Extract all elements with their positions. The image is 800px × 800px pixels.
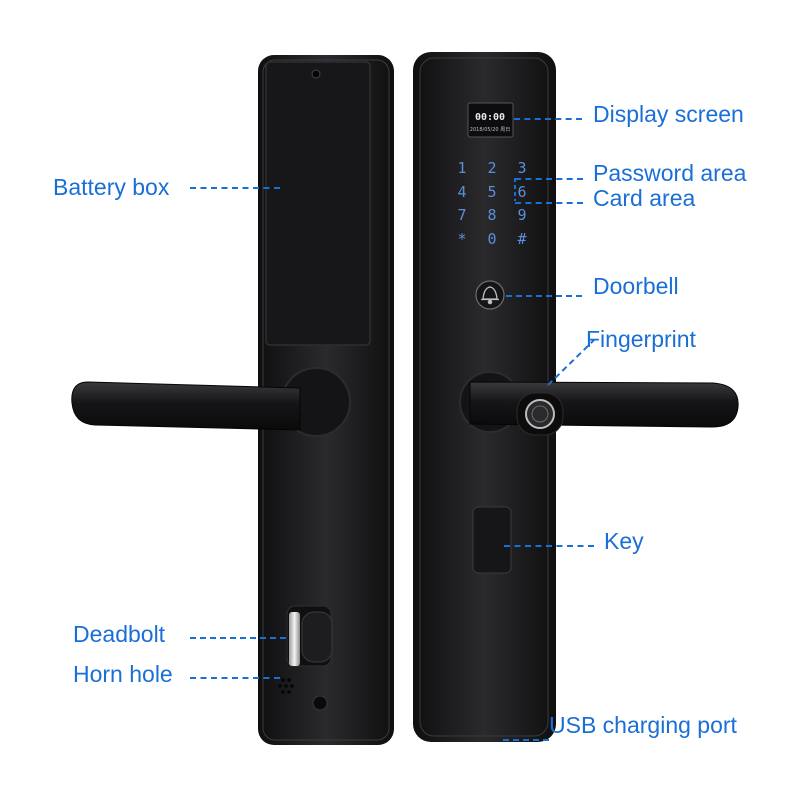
keypad-key: 5 xyxy=(487,183,496,201)
deadbolt-lever xyxy=(289,612,300,666)
keypad-key: 6 xyxy=(517,183,526,201)
label-usb-charging-port: USB charging port xyxy=(549,712,737,738)
key-leader xyxy=(504,545,594,547)
card-area-leader xyxy=(515,202,583,204)
keypad-key: 9 xyxy=(517,206,526,224)
display-date: 2018/05/20 周日 xyxy=(470,127,510,133)
battery-cover xyxy=(265,61,371,346)
deadbolt-leader xyxy=(190,637,286,639)
label-key: Key xyxy=(604,528,644,554)
label-display-screen: Display screen xyxy=(593,101,744,127)
key-cover xyxy=(472,506,512,574)
keypad-key: # xyxy=(517,230,526,248)
keypad-key: 7 xyxy=(457,206,466,224)
display-screen-leader xyxy=(514,118,582,120)
cover-screw xyxy=(311,69,321,79)
label-card-area: Card area xyxy=(593,185,696,211)
keypad-key: 3 xyxy=(517,159,526,177)
rear-panel xyxy=(71,55,394,745)
fingerprint-icon xyxy=(525,399,555,429)
keypad-key: 8 xyxy=(487,206,496,224)
usb-port-leader xyxy=(503,739,549,741)
bell-icon xyxy=(481,286,499,305)
doorbell-leader xyxy=(506,295,582,297)
horn-hole-leader xyxy=(190,677,280,679)
label-battery-box: Battery box xyxy=(53,174,170,200)
doorbell-button xyxy=(475,280,505,310)
fingerprint-leader xyxy=(547,339,595,386)
keypad-key: 2 xyxy=(487,159,496,177)
label-doorbell: Doorbell xyxy=(593,273,679,299)
password-area-leader xyxy=(515,178,583,180)
keypad-key: 4 xyxy=(457,183,466,201)
keypad: 1 2 3 4 5 6 7 8 9 * 0 # xyxy=(457,159,526,248)
deadbolt-knob xyxy=(301,611,333,663)
battery-box-leader xyxy=(190,187,280,189)
front-panel: 00:00 2018/05/20 周日 1 2 3 4 5 6 7 8 9 * 0 # xyxy=(413,52,739,742)
label-deadbolt: Deadbolt xyxy=(73,621,166,647)
horn-hole-grille xyxy=(278,678,294,694)
keypad-key: 0 xyxy=(487,230,496,248)
rear-handle xyxy=(71,381,301,431)
keypad-key: 1 xyxy=(457,159,466,177)
label-horn-hole: Horn hole xyxy=(73,661,173,687)
display-screen xyxy=(467,102,514,138)
rear-bottom-screw xyxy=(312,695,328,711)
display-time: 00:00 xyxy=(475,112,505,123)
label-fingerprint: Fingerprint xyxy=(586,326,696,352)
keypad-key: * xyxy=(457,230,466,248)
fingerprint-ring xyxy=(531,405,549,423)
front-handle xyxy=(469,381,739,428)
label-password-area: Password area xyxy=(593,160,747,186)
